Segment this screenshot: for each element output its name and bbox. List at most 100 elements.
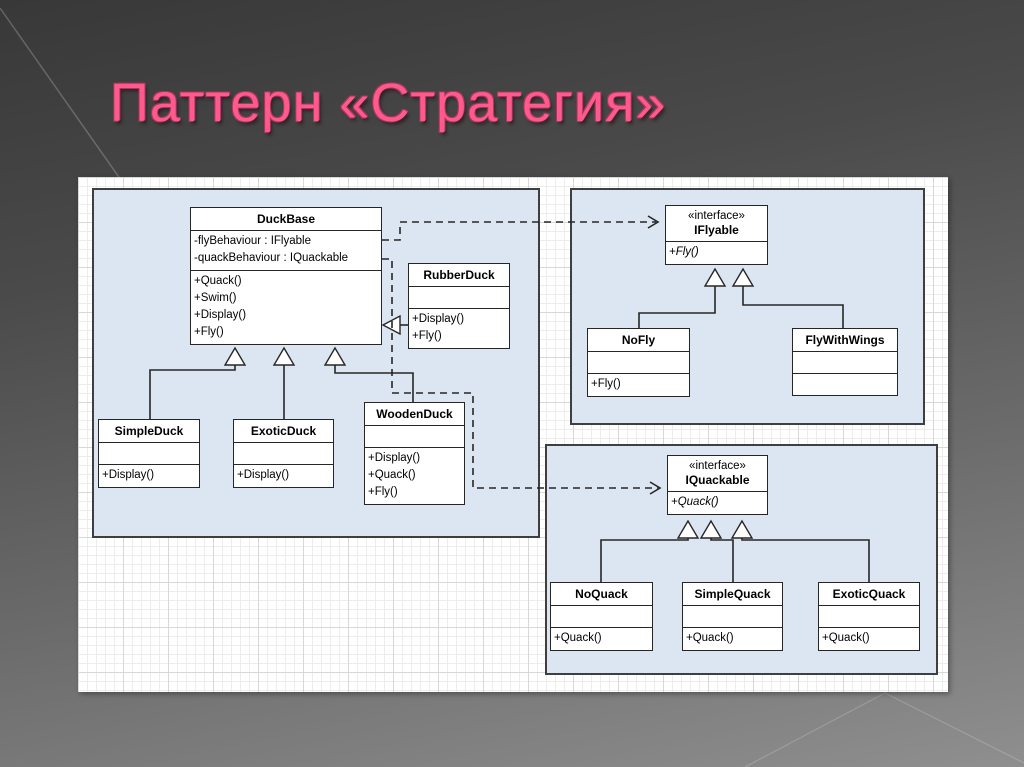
dependency-connector-flybehaviour [382,221,656,241]
triangle-arrowhead [272,346,296,366]
class-header: «interface»IQuackable [668,456,767,491]
class-member: +Fly() [368,486,398,498]
class-name: ExoticQuack [832,587,906,601]
class-flywithwings: FlyWithWings [792,328,898,396]
attributes-compartment [409,286,509,308]
attributes-compartment [588,351,689,373]
inheritance-connector-woodenduck [334,365,414,402]
class-header: ExoticQuack [819,583,919,605]
attributes-compartment [793,351,897,373]
class-nofly: NoFly +Fly() [587,328,690,397]
class-name: NoFly [621,333,656,347]
class-exoticduck: ExoticDuck +Display() [233,419,334,488]
class-name: FlyWithWings [805,333,885,347]
attributes-compartment [819,605,919,627]
class-member: +Fly() [412,330,442,342]
methods-compartment: +Quack() [551,627,652,650]
class-stereotype: «interface» [689,460,746,472]
class-member: +Display() [102,469,155,481]
page-title: Паттерн «Стратегия» [110,73,667,133]
methods-compartment: +Quack() +Swim() +Display() +Fly() [191,270,381,344]
realization-connector-simplequack [710,538,734,582]
triangle-arrowhead [731,267,755,287]
class-member: +Fly() [669,246,699,258]
dependency-connector-quackbehaviour [382,258,658,489]
realization-connector-noquack [600,538,689,582]
class-iflyable: «interface»IFlyable +Fly() [665,205,768,265]
class-name: NoQuack [575,587,628,601]
class-header: RubberDuck [409,264,509,286]
attributes-compartment [365,425,464,447]
class-name: WoodenDuck [376,407,453,421]
class-member: +Quack() [686,632,734,644]
methods-compartment: +Quack() [819,627,919,650]
class-member: -quackBehaviour : IQuackable [194,252,349,264]
class-member: +Swim() [194,292,237,304]
class-simpleduck: SimpleDuck +Display() [98,419,200,488]
class-member: +Quack() [194,275,242,287]
methods-compartment: +Quack() [683,627,782,650]
triangle-arrowhead [323,346,347,366]
realization-connector-exoticquack [741,538,870,582]
class-member: +Fly() [591,378,621,390]
open-arrowhead [647,215,660,229]
triangle-arrowhead [223,346,247,366]
class-header: FlyWithWings [793,329,897,351]
class-rubberduck: RubberDuck +Display() +Fly() [408,263,510,349]
class-header: ExoticDuck [234,420,333,442]
class-name: DuckBase [256,212,316,226]
class-header: SimpleDuck [99,420,199,442]
class-header: NoFly [588,329,689,351]
triangle-arrowhead [703,267,727,287]
class-name: SimpleDuck [114,424,184,438]
class-member: +Quack() [368,469,416,481]
attributes-compartment [99,442,199,464]
attributes-compartment [551,605,652,627]
class-member: +Quack() [554,632,602,644]
attributes-compartment [234,442,333,464]
class-member: +Display() [412,313,465,325]
class-header: NoQuack [551,583,652,605]
realization-connector-flywithwings [742,286,844,328]
class-woodenduck: WoodenDuck+Display()+Quack()+Fly() [364,402,465,505]
class-header: DuckBase [191,208,381,230]
connector-layer [149,215,870,582]
triangle-arrowhead [699,519,723,539]
attributes-compartment: -flyBehaviour : IFlyable -quackBehaviour … [191,230,381,270]
triangle-arrowhead [676,519,700,539]
class-exoticquack: ExoticQuack +Quack() [818,582,920,651]
class-stereotype: «interface» [688,210,745,222]
class-header: SimpleQuack [683,583,782,605]
class-member: -flyBehaviour : IFlyable [194,235,311,247]
methods-compartment: +Display() [99,464,199,487]
class-name: SimpleQuack [694,587,771,601]
methods-compartment: +Fly() [666,241,767,264]
class-name: IFlyable [694,223,739,237]
class-iquackable: «interface»IQuackable +Quack() [667,455,768,515]
class-header: WoodenDuck [365,403,464,425]
methods-compartment: +Fly() [588,373,689,396]
methods-compartment: +Display()+Quack()+Fly() [365,447,464,504]
class-member: +Quack() [822,632,870,644]
class-name: IQuackable [685,473,750,487]
class-name: RubberDuck [423,268,495,282]
class-name: ExoticDuck [250,424,317,438]
attributes-compartment [683,605,782,627]
triangle-arrowhead [730,519,754,539]
methods-compartment: +Display() [234,464,333,487]
class-noquack: NoQuack +Quack() [550,582,653,651]
realization-connector-nofly [638,286,716,328]
class-simplequack: SimpleQuack +Quack() [682,582,783,651]
class-member: +Display() [194,309,247,321]
open-arrowhead [649,481,662,495]
class-member: +Fly() [194,326,224,338]
class-duckbase: DuckBase -flyBehaviour : IFlyable -quackBe… [190,207,382,345]
class-member: +Display() [237,469,290,481]
diagram-canvas: DuckBase -flyBehaviour : IFlyable -quackBe… [78,177,948,692]
class-member: +Quack() [671,496,719,508]
methods-compartment: +Display() +Fly() [409,308,509,348]
inheritance-connector-simpleduck [149,365,236,419]
class-header: «interface»IFlyable [666,206,767,241]
